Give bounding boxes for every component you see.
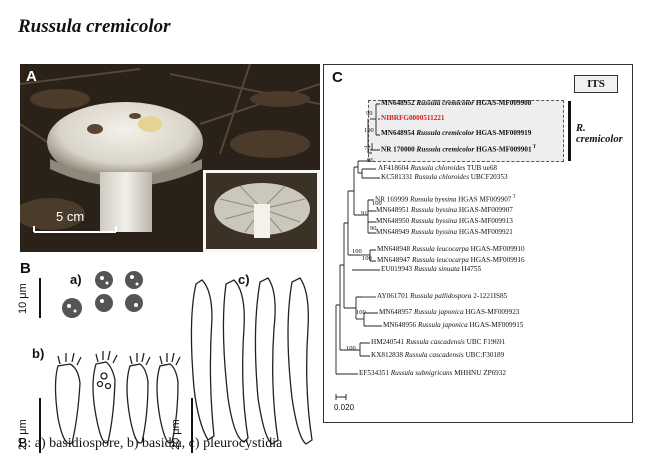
support-value: 91 xyxy=(361,210,368,217)
panel-a-label: A xyxy=(26,68,37,85)
taxon-label: HM240541 Russula cascadensis UBC F19691 xyxy=(371,338,505,346)
taxon-label: MN648950 Russula byssina HGAS-MF009913 xyxy=(376,217,513,225)
taxon-label: MN648952 Russula cremicolor HGAS-MF00990… xyxy=(381,99,531,107)
basidia-drawings xyxy=(56,351,181,444)
mushroom-photo: A 5 cm xyxy=(20,64,320,252)
taxon-label: AF418604 Russula chloroides TUB ue68 xyxy=(378,164,497,172)
taxon-label: AY061701 Russula pallidospora 2-1221IS85 xyxy=(377,292,507,300)
support-value: 90 xyxy=(370,225,377,232)
support-value: 96 xyxy=(367,157,374,164)
figure-title: Russula cremicolor xyxy=(18,16,171,38)
taxon-label: EU019943 Russula sinuata H4755 xyxy=(381,265,481,273)
phylogenetic-tree: C ITS R. cremicolor xyxy=(323,64,633,423)
taxon-label: MN648956 Russula japonica HGAS-MF009915 xyxy=(383,321,523,329)
taxon-label: NR 169999 Russula byssina HGAS MF009907 … xyxy=(375,195,516,203)
taxon-label: MN648948 Russula leucocarpa HGAS-MF00991… xyxy=(377,245,525,253)
support-value: 100 xyxy=(346,345,356,352)
taxon-label: NR 170000 Russula cremicolor HGAS-MF0099… xyxy=(381,145,536,153)
taxon-label: EF534351 Russula subnigricans MHHNU ZP69… xyxy=(359,369,506,377)
support-value: 100 xyxy=(362,255,372,262)
scale-label-10um: 10 μm xyxy=(17,283,29,314)
figure-caption: B: a) basidiospore, b) basidia, c) pleur… xyxy=(18,436,282,452)
support-value: 90 xyxy=(366,110,373,117)
taxon-label: MN648954 Russula cremicolor HGAS-MF00991… xyxy=(381,129,531,137)
support-value: 100 xyxy=(372,200,382,207)
taxon-label: MN648951 Russula byssina HGAS-MF009907 xyxy=(376,206,513,214)
support-value: 77 xyxy=(364,145,371,152)
taxon-label: KX812838 Russula cascadensis UBC:F30189 xyxy=(371,351,504,359)
taxon-label: MN648947 Russula leucocarpa HGAS-MF00991… xyxy=(377,256,525,264)
taxon-label: MN648949 Russula byssina HGAS-MF009921 xyxy=(376,228,513,236)
support-value: 100 xyxy=(356,309,366,316)
micro-drawings: B a) b) c) xyxy=(20,258,320,458)
taxon-label: NIBRFG0000511221 xyxy=(381,114,445,122)
support-value: 100 xyxy=(364,127,374,134)
taxon-label: KC581331 Russula chloroides UBCF20353 xyxy=(381,173,508,181)
scale-bar-label: 5 cm xyxy=(56,209,84,224)
pleurocystidia-drawings xyxy=(191,278,312,444)
taxon-label: MN648957 Russula japonica HGAS-MF009923 xyxy=(379,308,519,316)
tree-scale-label: 0.020 xyxy=(334,403,354,412)
support-value: 100 xyxy=(352,248,362,255)
